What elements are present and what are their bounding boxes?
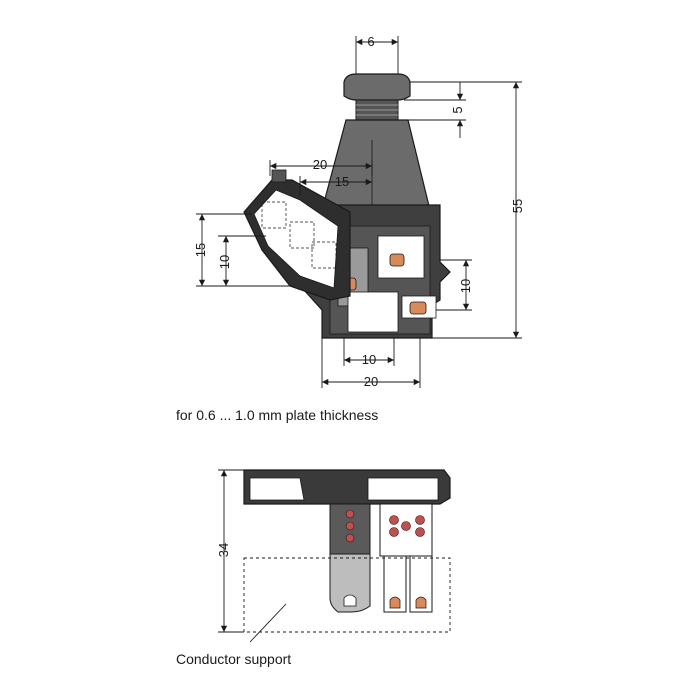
left-clamp <box>329 503 371 613</box>
angled-module <box>243 169 351 301</box>
dim-20-upper: 20 <box>313 157 327 172</box>
dim-5: 5 <box>450 106 465 113</box>
dim-10-right: 10 <box>458 279 473 293</box>
dim-10-left: 10 <box>217 255 232 269</box>
dimensions-top <box>196 36 522 388</box>
dim-15-upper: 15 <box>335 174 349 189</box>
plate-thickness-caption: for 0.6 ... 1.0 mm plate thickness <box>176 407 378 423</box>
dim-55: 55 <box>510 199 525 213</box>
conductor-support-label: Conductor support <box>176 651 291 667</box>
right-clamps <box>379 503 433 613</box>
dim-10-bottom: 10 <box>362 352 376 367</box>
top-view: 6 5 55 20 15 15 10 10 10 20 for 0.6 ... … <box>176 34 525 423</box>
dim-20-bottom: 20 <box>364 374 378 389</box>
conductor-support-outline <box>243 557 451 633</box>
dim-15-left: 15 <box>193 243 208 257</box>
dim-6: 6 <box>367 34 374 49</box>
side-view: 34 Conductor support <box>176 469 451 667</box>
dim-34: 34 <box>216 543 231 557</box>
